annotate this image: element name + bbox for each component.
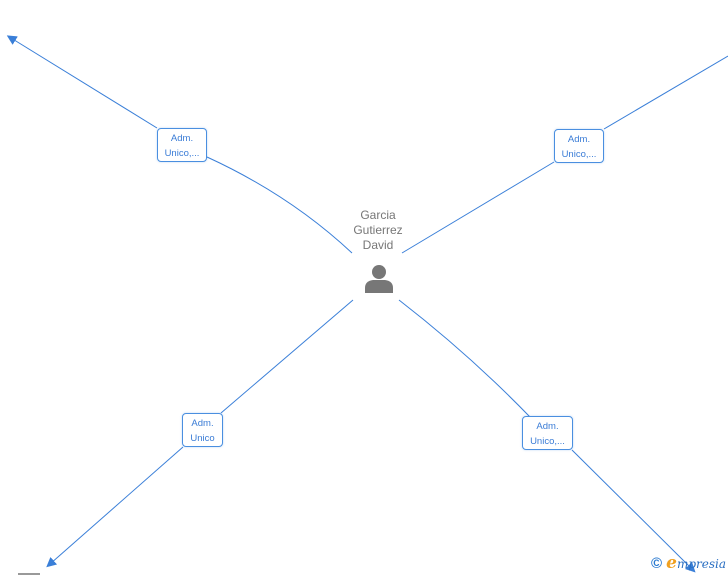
relation-detail: Unico,... [164,148,200,159]
person-name[interactable]: Garcia Gutierrez David [328,208,428,253]
relation-detail: Unico [190,433,215,444]
relation-role: Adm. [536,421,559,432]
relation-detail: Unico,... [561,149,597,160]
brand-initial: e [666,553,677,573]
edge-top-right-out [603,55,728,130]
brand-logo[interactable]: empresia [666,553,726,573]
scroll-indicator [18,573,40,575]
person-icon[interactable] [364,263,394,293]
relation-role: Adm. [567,134,591,145]
relation-box-top-left[interactable]: Adm. Unico,... [157,128,207,162]
relation-box-bottom-left[interactable]: Adm. Unico [182,413,223,447]
edge-bottom-right [398,299,531,418]
relation-role: Adm. [191,418,214,429]
edge-bottom-left [220,299,354,414]
copyright-icon: © [651,554,663,572]
relation-box-bottom-right[interactable]: Adm. Unico,... [522,416,573,450]
footer-branding: © empresia [651,553,726,573]
edge-top-right [401,161,555,254]
edge-bottom-left-arrow [46,446,184,568]
edge-top-left [206,156,353,254]
relation-role: Adm. [170,133,194,144]
brand-rest: mpresia [676,557,726,571]
person-name-line-3: David [362,238,394,252]
relation-box-top-right[interactable]: Adm. Unico,... [554,129,604,163]
edge-top-left-arrow [6,35,158,129]
relation-detail: Unico,... [530,436,565,447]
person-name-line-1: Garcia [360,208,396,222]
edge-bottom-right-arrow [571,449,696,573]
person-name-line-2: Gutierrez [353,223,403,237]
